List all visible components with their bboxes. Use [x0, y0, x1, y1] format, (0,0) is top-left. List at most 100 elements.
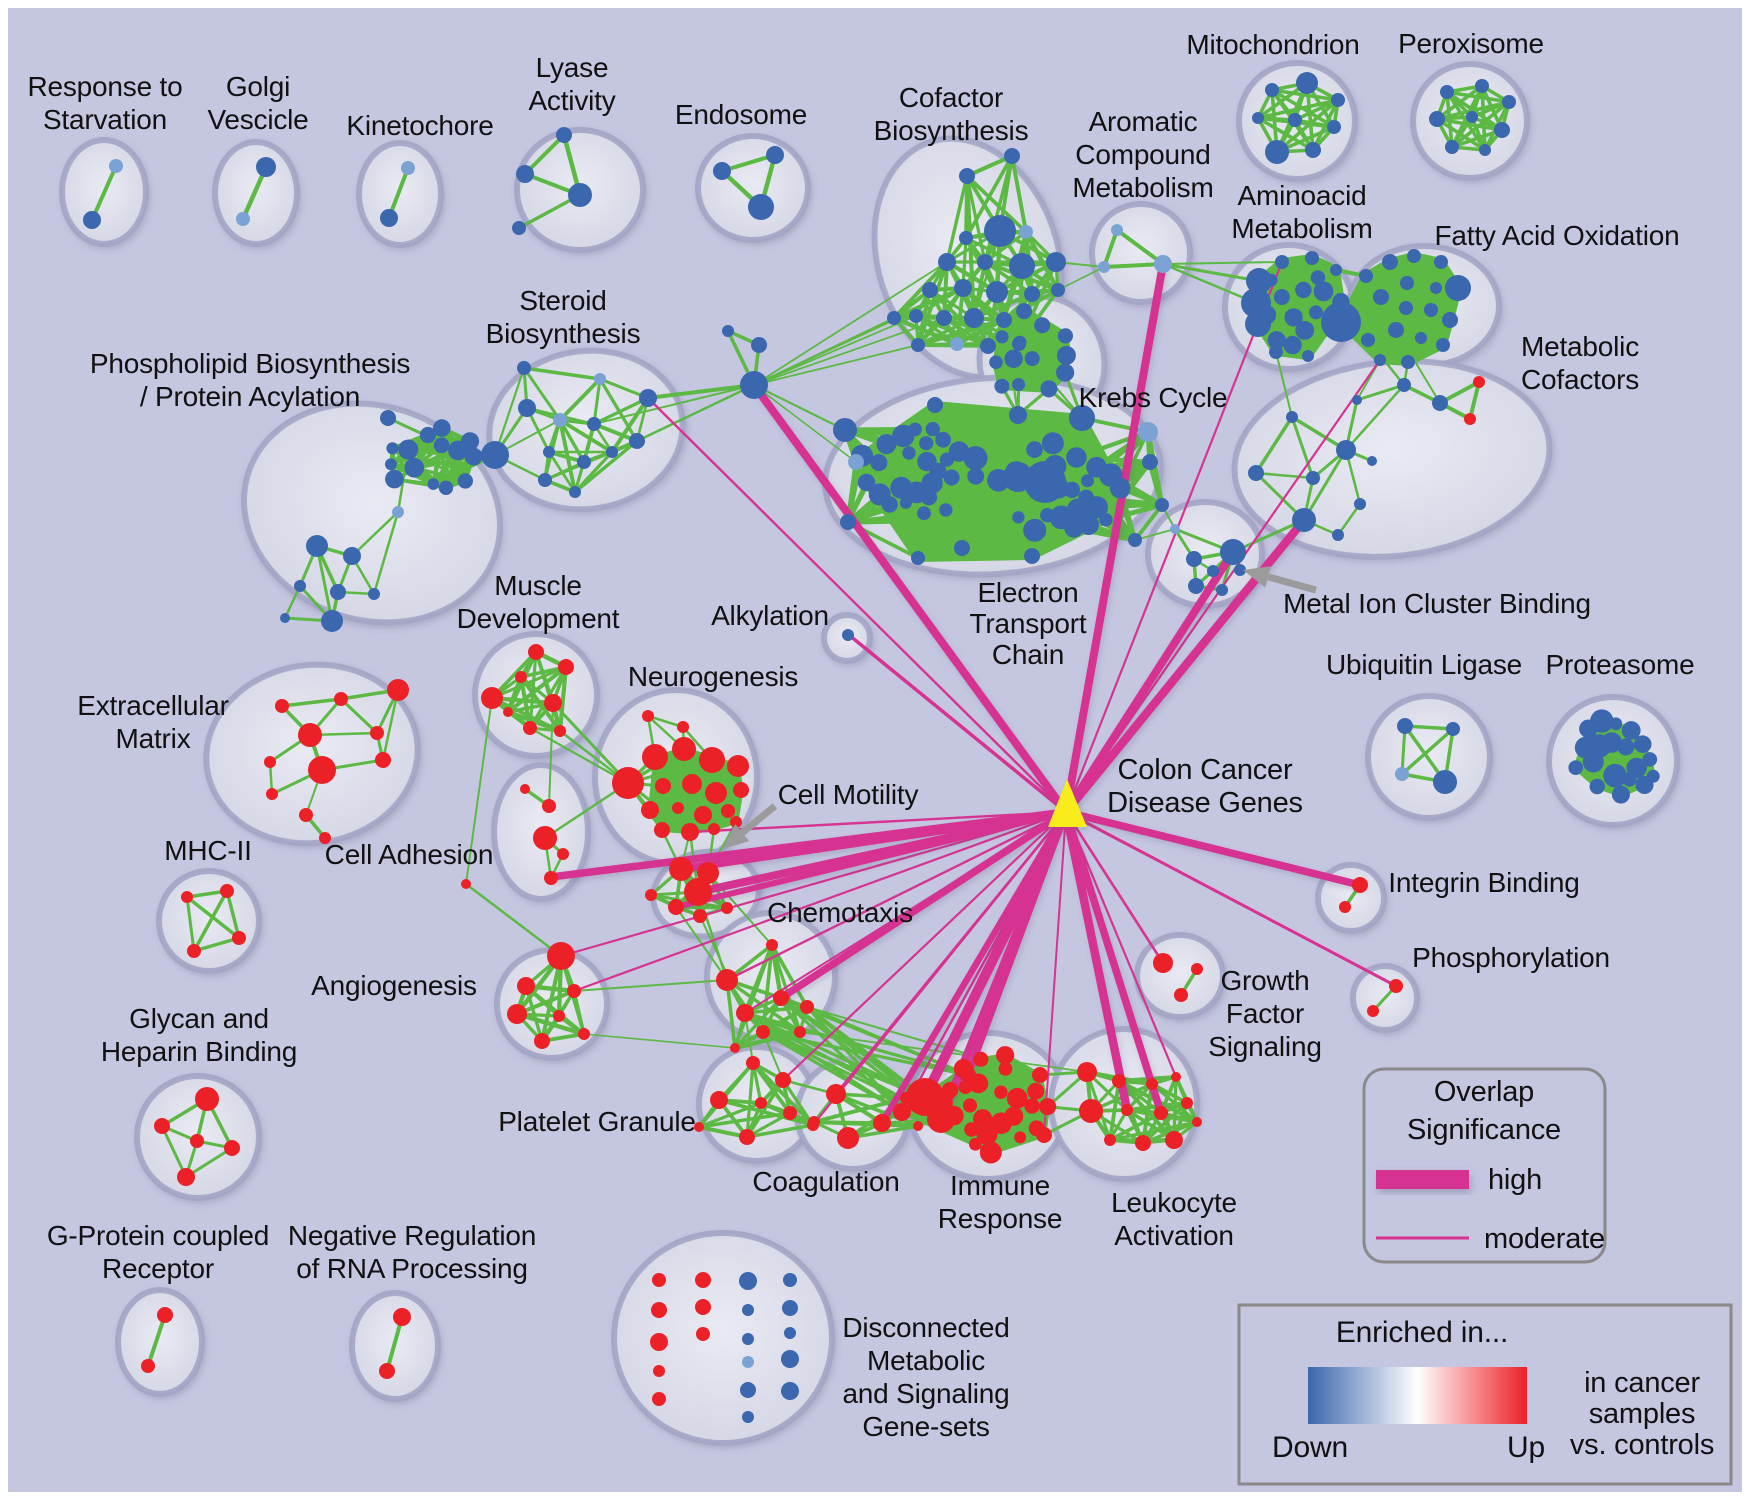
- node-up: [721, 902, 733, 914]
- node-down: [900, 497, 912, 509]
- node-up: [387, 679, 409, 701]
- node-down: [1025, 351, 1040, 366]
- cluster-proteasome-label: Proteasome: [1546, 649, 1695, 680]
- node-up: [973, 1109, 992, 1128]
- node-up: [1181, 1097, 1193, 1109]
- node-up: [534, 1033, 550, 1049]
- node-down: [1400, 276, 1414, 290]
- node-down: [917, 506, 931, 520]
- node-down: [1019, 225, 1033, 239]
- node-up: [507, 1004, 527, 1024]
- node-up: [190, 1134, 204, 1148]
- node-down: [1188, 578, 1204, 594]
- node-up: [379, 1363, 395, 1379]
- node-down: [1138, 422, 1158, 442]
- node-up: [1104, 1134, 1116, 1146]
- node-down: [740, 371, 768, 399]
- node-down: [959, 231, 973, 245]
- node-down: [1479, 144, 1491, 156]
- node-up: [641, 801, 659, 819]
- enrichment-gradient-bar: [1308, 1367, 1527, 1424]
- node-up: [1146, 1078, 1158, 1090]
- node-down: [848, 454, 864, 470]
- node-down: [1295, 321, 1314, 340]
- node-down: [1058, 328, 1073, 343]
- node-up: [739, 1129, 755, 1145]
- node-up: [503, 707, 513, 717]
- node-down: [343, 547, 361, 565]
- node-down: [1321, 302, 1361, 342]
- node-up: [1027, 1083, 1044, 1100]
- node-down: [887, 311, 901, 325]
- enrichment-up-label: Up: [1507, 1431, 1545, 1464]
- node-up: [220, 884, 234, 898]
- node-up: [913, 1121, 923, 1131]
- node-down: [280, 613, 290, 623]
- cluster-mhc-ii-label: MHC-II: [164, 835, 251, 866]
- node-down: [1302, 350, 1314, 362]
- node-down: [594, 373, 606, 385]
- node-up: [1112, 1074, 1126, 1088]
- node-down: [911, 551, 925, 565]
- node-up: [547, 942, 575, 970]
- node-down: [1286, 411, 1298, 423]
- node-up: [232, 931, 246, 945]
- node-up: [224, 1140, 240, 1156]
- node-up: [783, 1106, 797, 1120]
- node-up: [727, 755, 749, 777]
- node-down: [950, 337, 964, 351]
- node-up: [557, 848, 569, 860]
- node-up: [544, 871, 558, 885]
- node-down: [380, 209, 398, 227]
- node-down: [401, 161, 415, 175]
- node-down: [781, 1350, 799, 1368]
- node-down: [1283, 336, 1301, 354]
- node-up: [375, 752, 391, 768]
- node-down: [1064, 519, 1083, 538]
- cluster-cell-motility-label: Cell Motility: [778, 779, 919, 810]
- cluster-chemotaxis-label: Chemotaxis: [767, 897, 913, 928]
- node-down: [1314, 281, 1334, 301]
- node-up: [1079, 1099, 1103, 1123]
- node-down: [481, 441, 509, 469]
- node-up: [694, 806, 712, 824]
- cluster-metal-ion-cluster-binding-label: Metal Ion Cluster Binding: [1283, 588, 1591, 619]
- node-down: [902, 446, 915, 459]
- cluster-platelet-granule-label: Platelet Granule: [498, 1106, 696, 1137]
- node-up: [655, 778, 671, 794]
- node-down: [1359, 269, 1373, 283]
- node-down: [256, 157, 276, 177]
- node-up: [794, 1026, 806, 1038]
- cluster-angiogenesis-label: Angiogenesis: [311, 970, 477, 1001]
- node-down: [1397, 378, 1411, 392]
- node-up: [177, 1168, 195, 1186]
- node-down: [1415, 332, 1427, 344]
- node-down: [939, 503, 952, 516]
- node-down: [1012, 511, 1024, 523]
- node-down: [1609, 717, 1622, 730]
- node-down: [1009, 406, 1027, 424]
- node-up: [766, 939, 778, 951]
- node-down: [1066, 447, 1086, 467]
- node-down: [996, 312, 1012, 328]
- node-down: [1397, 718, 1413, 734]
- node-down: [1583, 751, 1604, 772]
- node-up: [154, 1118, 170, 1134]
- node-down: [1433, 770, 1457, 794]
- node-down: [1445, 275, 1471, 301]
- node-up: [264, 756, 276, 768]
- node-down: [782, 1300, 798, 1316]
- node-down: [1004, 350, 1022, 368]
- node-up: [1192, 1117, 1202, 1127]
- node-down: [986, 281, 1008, 303]
- node-down: [1361, 333, 1375, 347]
- node-down: [1647, 770, 1660, 783]
- cluster-mitochondrion-label: Mitochondrion: [1186, 29, 1359, 60]
- node-down: [1216, 584, 1228, 596]
- node-up: [1077, 1062, 1097, 1082]
- node-down: [458, 473, 473, 488]
- node-down: [1330, 264, 1342, 276]
- node-down: [996, 330, 1009, 343]
- node-down: [1040, 380, 1057, 397]
